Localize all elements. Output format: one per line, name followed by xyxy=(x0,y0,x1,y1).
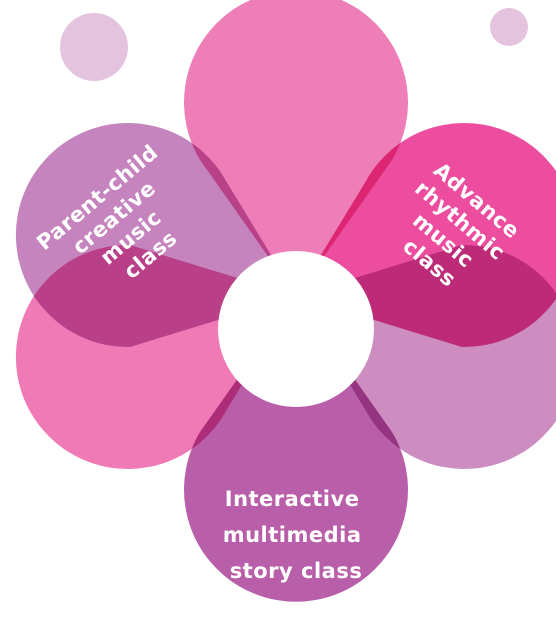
decorative-dot-left xyxy=(60,13,128,81)
petal-bottom xyxy=(184,296,408,602)
label-line: multimedia xyxy=(223,523,362,547)
decorative-dot-right xyxy=(490,8,528,46)
label-line: story class xyxy=(230,559,363,583)
flower-center xyxy=(218,251,374,407)
petal-label-bottom: Interactive multimedia story class xyxy=(223,487,370,583)
svg-text:Interactive multimedia: Interactive multimedia story class xyxy=(223,487,370,583)
label-line: Interactive xyxy=(225,487,360,511)
petal-top xyxy=(184,0,408,296)
